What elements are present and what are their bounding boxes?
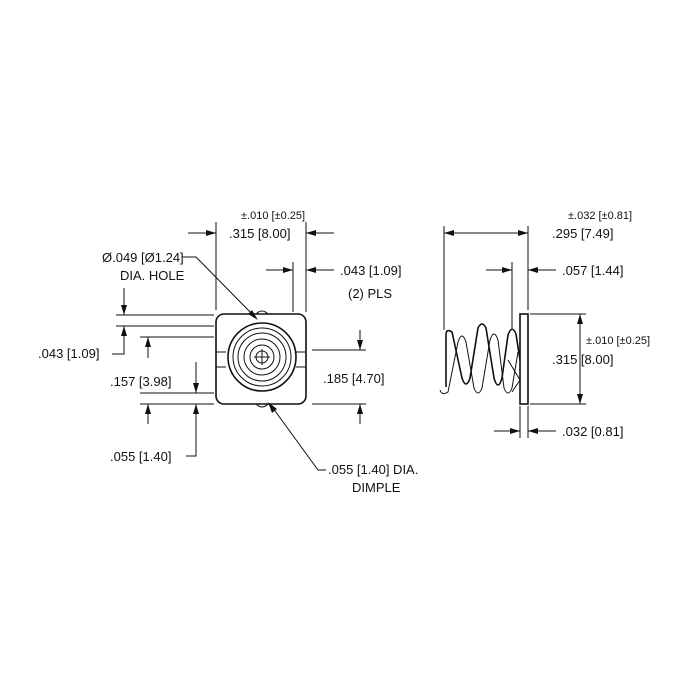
dimple-diameter: .055 [1.40] DIA. (328, 462, 418, 477)
length-tolerance: ±.032 [±0.81] (568, 210, 632, 222)
thickness-value: .032 [0.81] (562, 424, 623, 439)
arrow-width-right (306, 230, 316, 236)
thk-arrow-right (528, 428, 538, 434)
left-offset-arrow-top (121, 305, 127, 315)
coil-ring-1 (232, 327, 292, 387)
offset-value: .057 [1.44] (562, 263, 623, 278)
bottom-tab (255, 403, 269, 408)
top-tab (255, 310, 269, 315)
width-value: .315 [8.00] (229, 226, 290, 241)
sh-arrow-bottom (577, 394, 583, 404)
left-offset: .043 [1.09] (38, 346, 99, 361)
dimple-arrow (268, 402, 277, 413)
dimple-leader (269, 403, 326, 471)
coil-ring-3 (243, 338, 281, 376)
side-view: ±.032 [±0.81] .295 [7.49] .057 [1.44] ±.… (439, 210, 650, 439)
height-right: .185 [4.70] (323, 371, 384, 386)
b055-dim-right (186, 404, 197, 457)
hole-diameter: Ø.049 [Ø1.24] (102, 250, 184, 265)
off-arrow-left (502, 267, 512, 273)
thk-arrow-left (510, 428, 520, 434)
off-arrow-right (528, 267, 538, 273)
coil-ring-4 (249, 344, 275, 370)
left-offset-arrow-bottom (121, 326, 127, 336)
len-arrow-right (518, 230, 528, 236)
hole-label: DIA. HOLE (120, 268, 185, 283)
len-arrow-left (444, 230, 454, 236)
arrow-width-left (206, 230, 216, 236)
b055-arrow-right (193, 404, 199, 414)
plate-outline (215, 313, 307, 405)
side-plate (519, 313, 529, 405)
coil-outer (227, 322, 297, 392)
height-tolerance: ±.010 [±0.25] (586, 335, 650, 347)
sh-arrow-top (577, 314, 583, 324)
spring-back (439, 333, 519, 395)
tab-arrow-right (306, 267, 316, 273)
height-left: .157 [3.98] (110, 374, 171, 389)
spring-front (445, 323, 521, 387)
tab-width: .043 [1.09] (340, 263, 401, 278)
h157-arrow-top (145, 337, 151, 347)
h157-arrow-bottom (193, 383, 199, 393)
bottom-offset: .055 [1.40] (110, 449, 171, 464)
b055-arrow-left (145, 404, 151, 414)
left-offset-dim-bottom (112, 326, 125, 355)
dimple-label: DIMPLE (352, 480, 401, 495)
hole-arrow (248, 310, 258, 320)
spring-tail (507, 359, 521, 393)
front-view: ±.010 [±0.25] .315 [8.00] Ø.049 [Ø1.24] … (38, 210, 418, 495)
h185-arrow-bottom (357, 404, 363, 414)
h185-arrow-top (357, 340, 363, 350)
length-value: .295 [7.49] (552, 226, 613, 241)
tab-count: (2) PLS (348, 286, 392, 301)
side-height: .315 [8.00] (552, 352, 613, 367)
width-tolerance: ±.010 [±0.25] (241, 210, 305, 222)
tab-arrow-left (283, 267, 293, 273)
coil-ring-2 (237, 332, 287, 382)
hole-leader (182, 256, 257, 319)
